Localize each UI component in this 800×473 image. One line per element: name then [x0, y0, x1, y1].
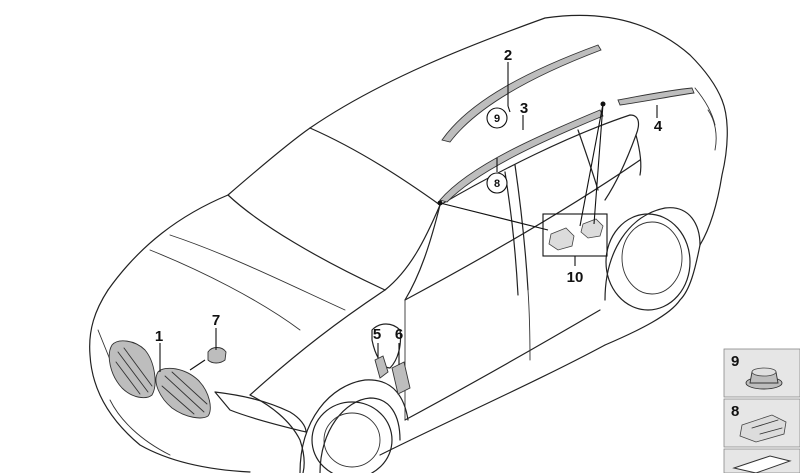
bracket-part-10a	[548, 227, 575, 251]
sensor-part-7	[207, 347, 227, 364]
rear-strip-part-4	[617, 87, 695, 106]
callout-5: 5	[373, 326, 381, 343]
callout-9-circled: 9	[494, 113, 500, 125]
callout-2: 2	[504, 47, 512, 64]
roof-rail-part-3	[439, 109, 604, 203]
callout-6: 6	[395, 326, 403, 343]
callout-10: 10	[567, 269, 584, 286]
callout-8-circled: 8	[494, 178, 500, 190]
bracket-part-6	[391, 361, 411, 395]
callout-1: 1	[155, 328, 163, 345]
thumbnail-extra[interactable]	[723, 448, 800, 473]
callout-8-circle	[486, 172, 508, 194]
thumbnail-label: 9	[731, 353, 739, 370]
callout-7: 7	[212, 312, 220, 329]
callout-3: 3	[520, 100, 528, 117]
thumbnail-8[interactable]: 8	[723, 398, 800, 448]
bracket-part-10b	[580, 218, 604, 239]
roof-rail-part-2	[441, 44, 602, 143]
leader-lines	[159, 62, 658, 372]
strip-icon	[732, 455, 792, 473]
kidney-grille-part-1	[108, 340, 211, 419]
leader-dot	[600, 101, 606, 107]
bracket-part-5	[374, 355, 389, 379]
thumbnail-9[interactable]: 9	[723, 348, 800, 398]
leader-dot	[437, 200, 443, 206]
thumbnail-label: 8	[731, 403, 739, 420]
callout-4: 4	[654, 118, 663, 135]
car-outline	[89, 14, 728, 473]
clip-icon	[739, 414, 787, 443]
callout-9-circle	[486, 107, 508, 129]
